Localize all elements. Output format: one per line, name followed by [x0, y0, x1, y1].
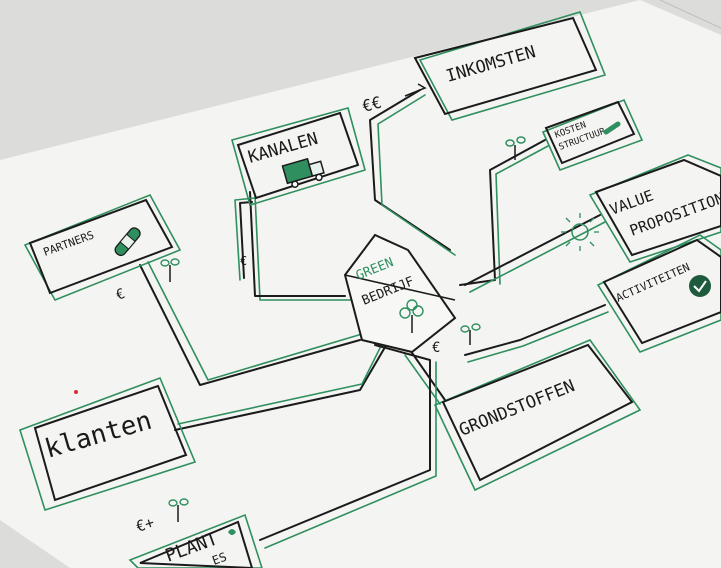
checkmark-badge-icon [689, 275, 711, 297]
plant-label-2: ES [210, 550, 228, 568]
house-green-bedrijf: GREEN BEDRIJF [343, 233, 457, 354]
red-dot [74, 390, 78, 394]
currency-annotation: €€ [360, 83, 427, 116]
truck-icon [281, 157, 325, 188]
tree-icon [399, 299, 424, 333]
sprout-doodle-center [460, 323, 481, 345]
euro-annotation-center: € [432, 340, 440, 356]
plant-doodle-left [160, 258, 180, 282]
sprout-doodle-bottom [168, 498, 189, 522]
currency-pair-text: €€ [360, 93, 384, 116]
euro-plus-annotation: €+ [134, 513, 157, 536]
sprout-icon [505, 136, 526, 160]
pen-icon [603, 121, 621, 135]
euro-annotation-kanalen: € [240, 254, 247, 268]
connector-lines [139, 89, 609, 549]
bandage-icon [114, 227, 141, 257]
table-edge-line [659, 0, 721, 29]
sun-icon [561, 213, 599, 251]
heart-icon [228, 529, 236, 535]
